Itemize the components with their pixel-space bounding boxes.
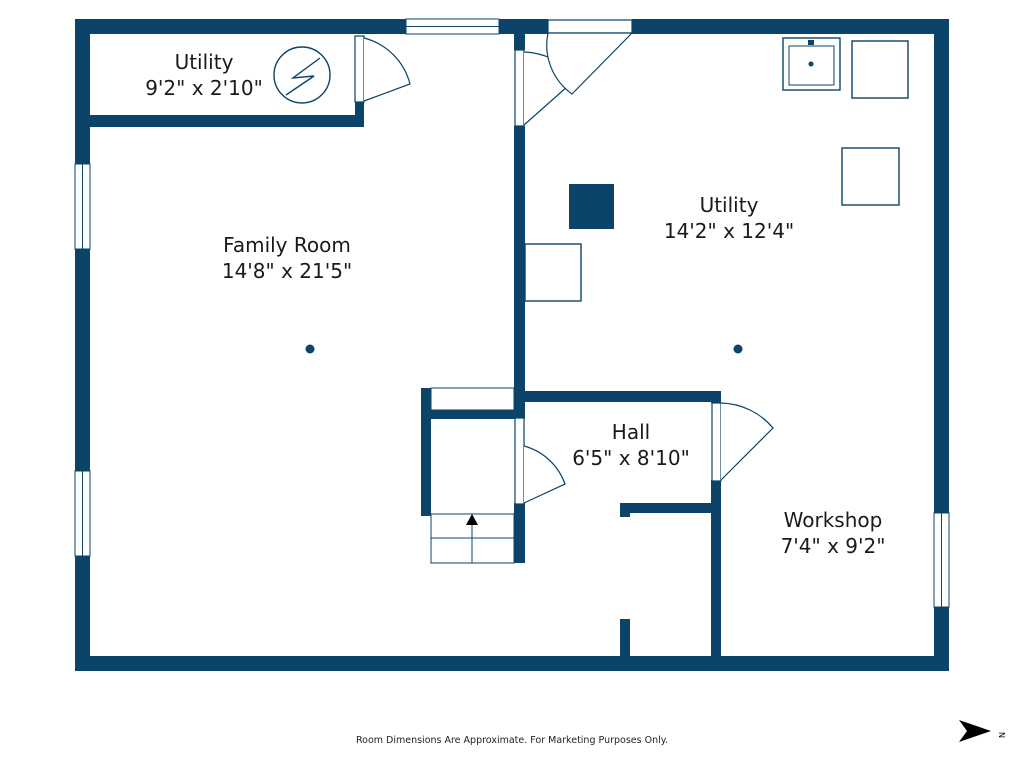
hall-left-wall-upper [514,398,525,418]
right-wall-top [934,19,949,513]
closet-left-wall-upper [620,503,630,517]
room-name-workshop: Workshop [784,508,883,532]
top-wall-right [632,19,949,34]
room-labels: Utility 9'2" x 2'10" Family Room 14'8" x… [145,50,885,558]
right-wall-bottom [934,607,949,671]
compass: N [959,720,1006,742]
disclaimer-note: Room Dimensions Are Approximate. For Mar… [355,735,669,746]
windows [74,18,950,608]
appliance-box-right [841,147,900,206]
room-dims-family-room: 14'8" x 21'5" [222,259,352,283]
utility-closet-bottom-wall [90,115,364,127]
stairs [430,387,515,564]
room-name-family-room: Family Room [223,233,351,257]
room-name-utility-closet: Utility [175,50,234,74]
hall-right-wall-upper [711,391,721,403]
north-label: N [997,732,1006,738]
stair-hall-door [514,417,566,505]
exterior-walls [75,19,949,671]
top-wall-left [75,19,406,34]
closet-top-wall [620,503,721,513]
center-wall-middle [514,126,525,398]
room-dims-hall: 6'5" x 8'10" [572,446,690,470]
top-wall-mid [499,19,548,34]
closet-left-wall-lower [620,619,630,656]
stair-arrow-icon [466,514,478,525]
left-wall-bottom [75,556,90,671]
bottom-wall [75,656,949,671]
window-left-lower [74,470,91,557]
room-dims-workshop: 7'4" x 9'2" [781,534,886,558]
counter-box [524,243,582,302]
hall-left-wall-lower [514,503,525,563]
stair-landing [430,387,515,411]
room-marker-dot-utility [733,344,743,354]
fixtures [273,37,909,354]
utility-closet-right-wall [355,101,364,127]
window-left-upper [74,163,91,250]
stair-left-wall [421,388,431,516]
center-wall-upper [514,34,525,50]
appliance-box-top-right [851,40,909,99]
workshop-door [711,402,774,482]
left-wall-top [75,19,90,164]
top-entry-door [546,19,634,95]
utility-closet-door [354,35,411,103]
sink-icon [782,37,841,91]
left-wall-mid [75,249,90,471]
window-right [933,512,950,608]
interior-walls [90,34,721,656]
column-post-icon [569,184,614,229]
north-arrow-icon [959,720,991,742]
doors [354,19,774,505]
stair-top-wall [421,410,525,419]
water-heater-icon [273,46,331,104]
hall-top-wall [514,391,721,402]
room-dims-utility-main: 14'2" x 12'4" [664,219,794,243]
stair-treads [430,513,515,564]
room-name-utility-main: Utility [700,193,759,217]
hall-right-wall-lower [711,480,721,656]
room-marker-dot-family [305,344,315,354]
room-name-hall: Hall [612,420,650,444]
window-top [405,18,500,35]
room-dims-utility-closet: 9'2" x 2'10" [145,76,263,100]
